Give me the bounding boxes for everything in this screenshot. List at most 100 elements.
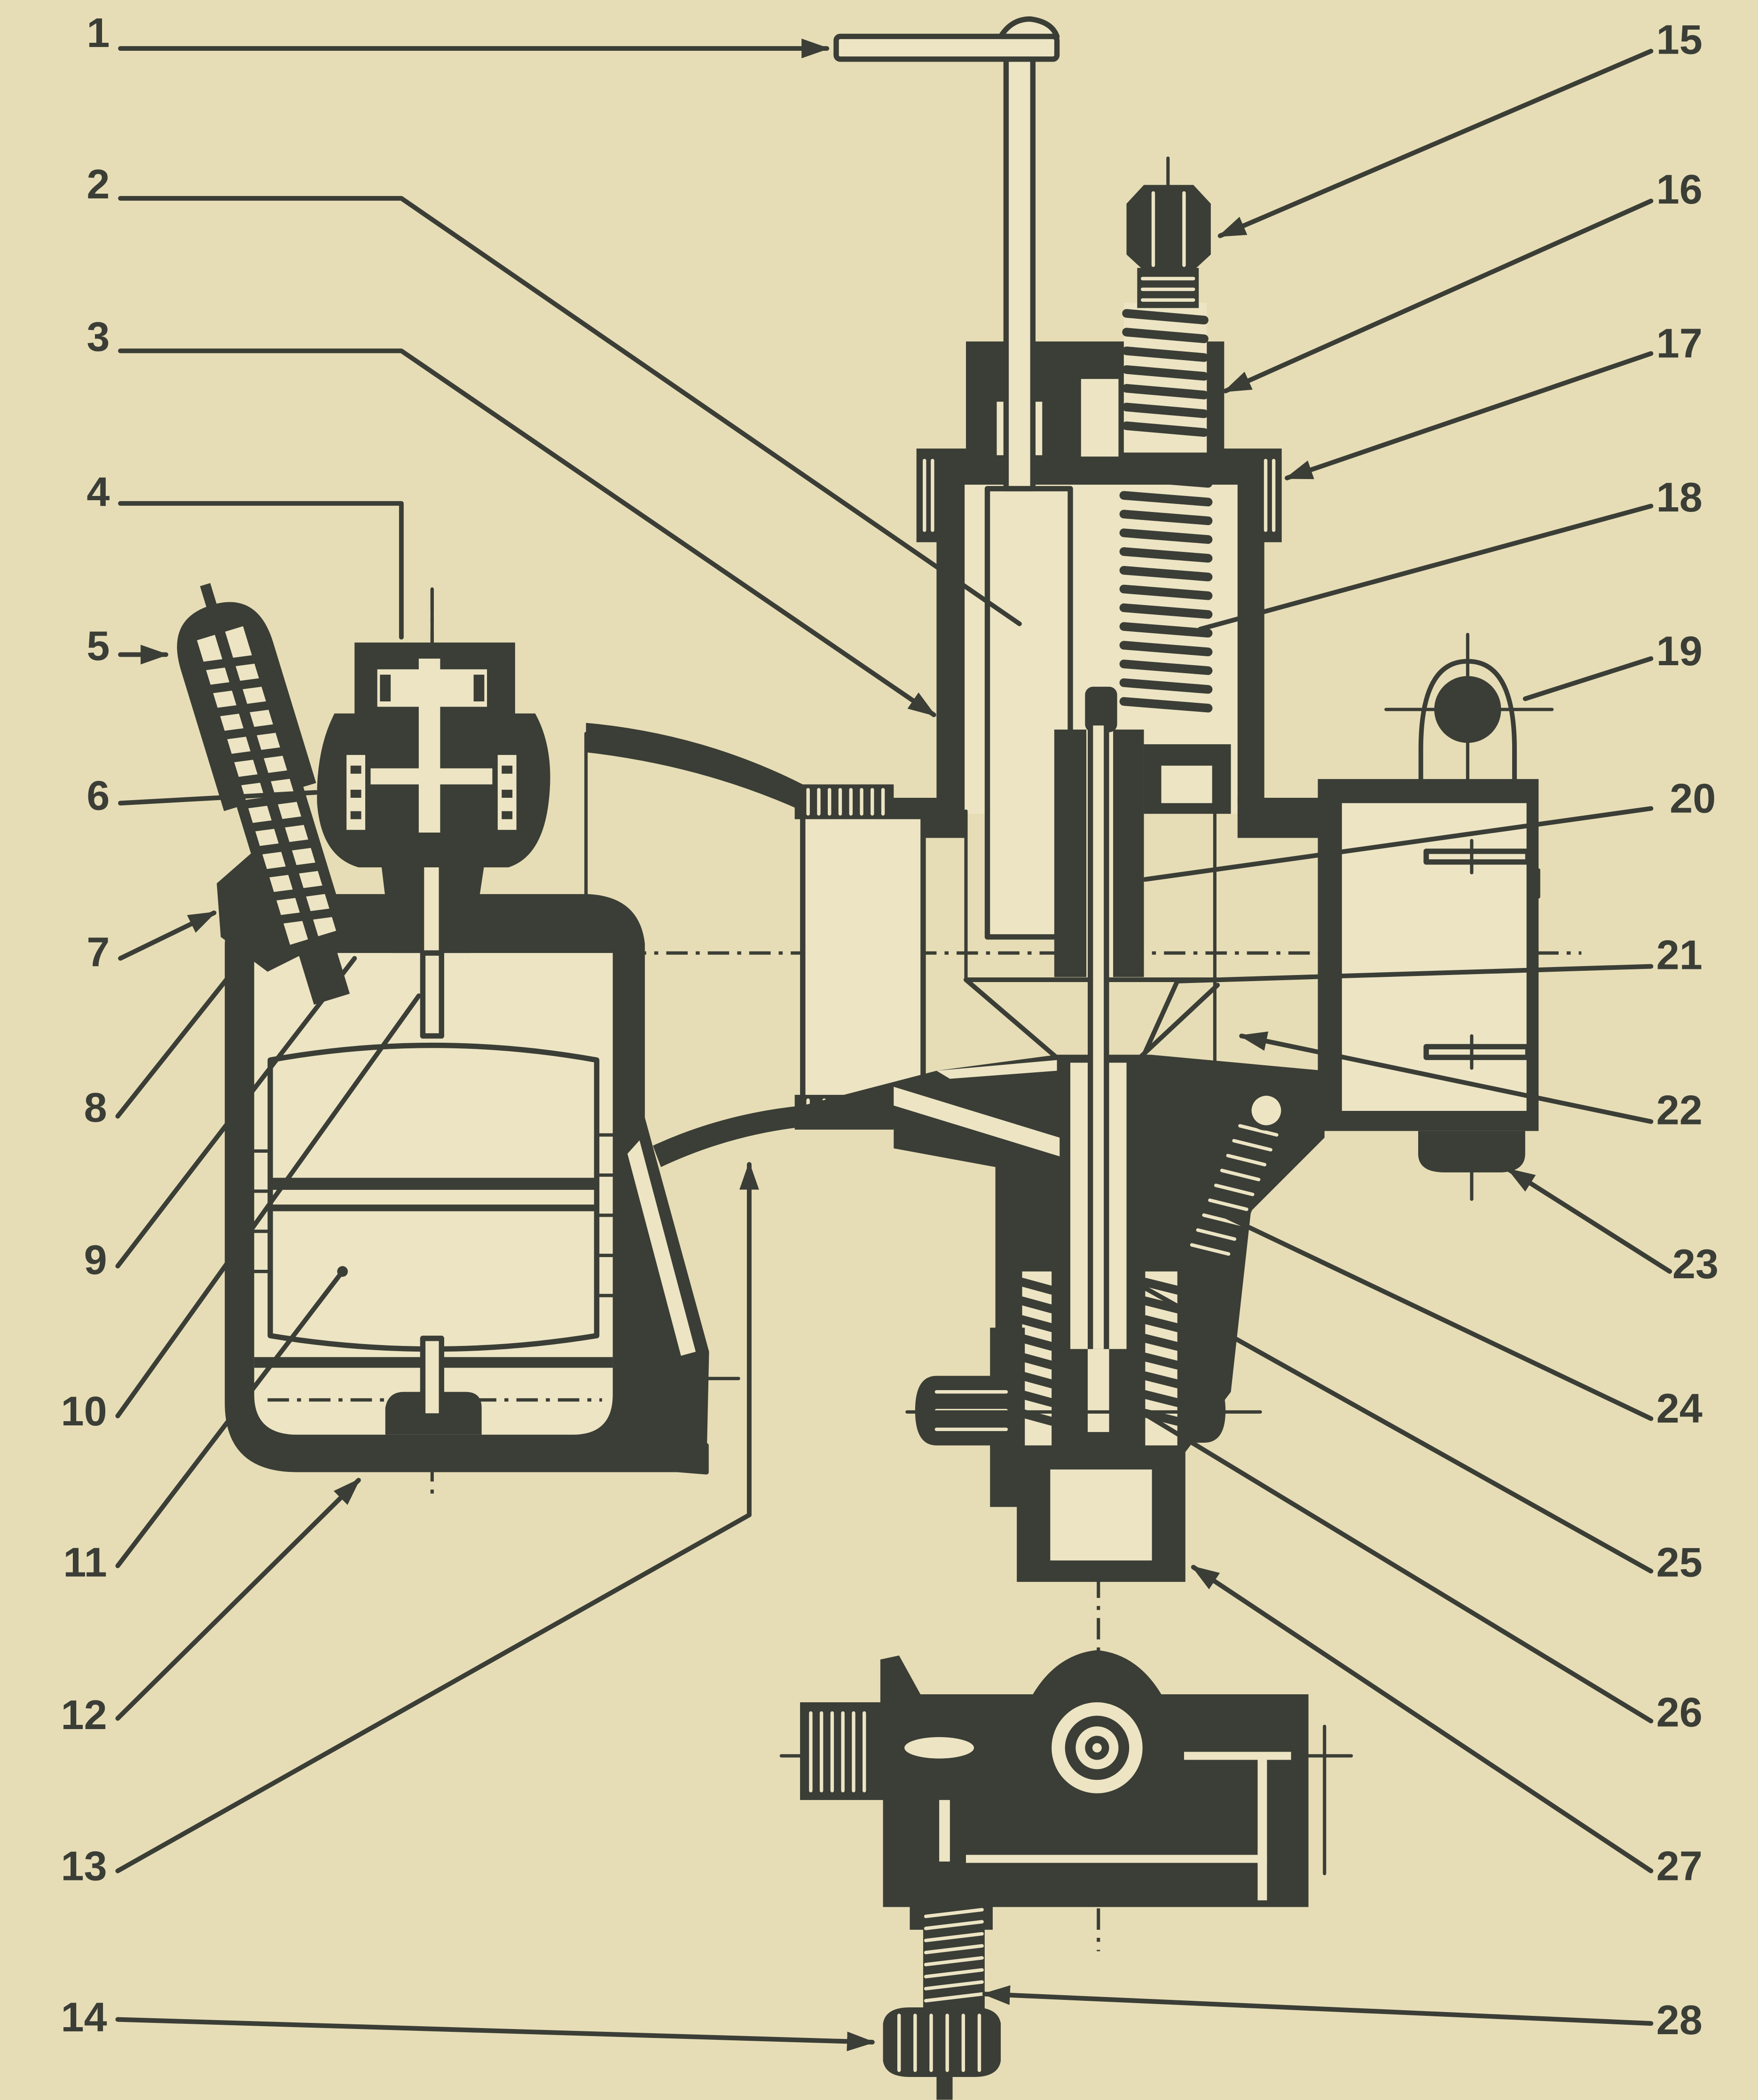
leader-lines	[115, 39, 1672, 2052]
upper-fuel-arm	[586, 723, 803, 811]
callout-14: 14	[61, 1994, 107, 2040]
leader-23	[1507, 1167, 1672, 1274]
leader-27	[1191, 1565, 1654, 1873]
callout-5: 5	[86, 622, 110, 669]
leader-10	[115, 993, 421, 1418]
callout-12: 12	[61, 1691, 107, 1738]
leader-2	[118, 196, 1022, 626]
control-handle-bar	[833, 33, 1060, 62]
air-intake-chamber	[1237, 779, 1540, 1131]
channel-vertical	[1257, 1755, 1267, 1901]
callout-26: 26	[1656, 1689, 1703, 1735]
idle-cap-knurls	[897, 2013, 981, 2072]
float-chamber-wall-ticks	[252, 1133, 625, 1298]
banjo-passage	[368, 768, 495, 785]
control-rod-shaft	[1003, 51, 1036, 492]
float-chamber-flange-slot	[627, 1140, 696, 1356]
jet-block	[802, 720, 1325, 1582]
callout-11: 11	[63, 1539, 107, 1586]
callout-9: 9	[84, 1236, 107, 1283]
idle-screw-spring	[923, 1900, 985, 2010]
callout-3: 3	[86, 313, 110, 360]
pilot-screw-threads	[1190, 1124, 1279, 1256]
callout-labels: 1 2 3 4 5 6 7 8 9 10 11 12 13 14 15 16 1…	[61, 9, 1719, 2043]
callout-8: 8	[84, 1084, 107, 1131]
fuel-arms	[586, 723, 803, 1167]
callout-25: 25	[1656, 1539, 1703, 1586]
float-seam-lower	[270, 1204, 597, 1211]
mixing-body-detail	[779, 1650, 1353, 1930]
leader-12	[115, 1478, 361, 1721]
channel-right	[1184, 1752, 1291, 1760]
leader-18	[1198, 503, 1654, 632]
leader-17	[1284, 351, 1654, 480]
callout-1: 1	[86, 9, 110, 56]
mixing-body-slot	[904, 1737, 974, 1759]
bore-top-wall-left	[891, 797, 966, 838]
pilot-screw-body	[1176, 1096, 1291, 1289]
clamp-bolt	[1384, 633, 1554, 782]
float-needle	[420, 950, 444, 1039]
drain-plug-body	[1418, 1131, 1525, 1172]
leader-25	[1132, 1280, 1654, 1574]
callout-20: 20	[1670, 775, 1716, 821]
callout-4: 4	[86, 468, 110, 515]
pilot-air-screw	[1176, 1090, 1291, 1289]
lower-fuel-arm	[652, 1105, 803, 1167]
slide-side-block-window	[1161, 765, 1212, 803]
leader-4	[118, 501, 404, 640]
control-handle-knob	[998, 16, 1060, 39]
callout-2: 2	[86, 161, 110, 207]
callout-18: 18	[1656, 474, 1703, 520]
float-seam	[270, 1178, 597, 1190]
leader-7	[118, 910, 217, 961]
intake-tube-bore	[800, 808, 926, 1111]
leader-24	[1204, 1204, 1654, 1421]
leader-3	[118, 348, 936, 717]
leader-28	[981, 1985, 1654, 2026]
adjuster-hex-nut	[1126, 185, 1211, 271]
float	[267, 950, 600, 1419]
float-feed-pipe-lower	[637, 1443, 709, 1475]
callout-6: 6	[86, 772, 110, 819]
leader-22	[1239, 1031, 1654, 1124]
cap-thread-ticks	[380, 675, 485, 702]
leader-11	[115, 1269, 345, 1568]
tickler-plunger	[200, 583, 337, 999]
bore-top-wall-right	[1237, 797, 1345, 838]
leader-8	[115, 930, 266, 1119]
leader-15	[1217, 48, 1654, 238]
idle-screw	[883, 1900, 1001, 2100]
float-needle-lower	[420, 1336, 444, 1419]
tickler	[177, 583, 351, 1005]
clamp-crosshair	[1384, 633, 1554, 781]
float-body	[267, 1042, 600, 1352]
callout-23: 23	[1672, 1241, 1719, 1287]
callout-17: 17	[1656, 320, 1703, 367]
callout-24: 24	[1656, 1385, 1703, 1431]
channel-lower	[966, 1855, 1267, 1863]
control-rod	[833, 16, 1060, 492]
pilot-passage	[894, 1086, 1060, 1156]
leader-16	[1223, 198, 1654, 393]
callout-27: 27	[1656, 1843, 1703, 1889]
jet-sleeve-threads	[1018, 1278, 1182, 1426]
jet-needle	[1088, 720, 1109, 1355]
callout-28: 28	[1656, 1997, 1703, 2043]
callout-16: 16	[1656, 166, 1703, 212]
jet-block-inner-lines	[1066, 1079, 1131, 1340]
mixing-body-threads	[809, 1711, 866, 1793]
cylinder-ring-threads	[923, 459, 1276, 532]
leader-20	[1143, 806, 1654, 882]
callout-7: 7	[86, 929, 110, 975]
idle-spring-coils	[924, 1908, 984, 2003]
air-chamber-clip-upper	[1423, 849, 1531, 865]
needle-jet-bore	[1088, 1349, 1109, 1432]
air-chamber-clip-lower	[1423, 1044, 1531, 1060]
callout-21: 21	[1656, 931, 1703, 978]
leader-14	[115, 2017, 875, 2052]
leader-13	[115, 1161, 759, 1873]
leader-19	[1523, 656, 1654, 701]
mixing-body-marks	[779, 1724, 1353, 1875]
